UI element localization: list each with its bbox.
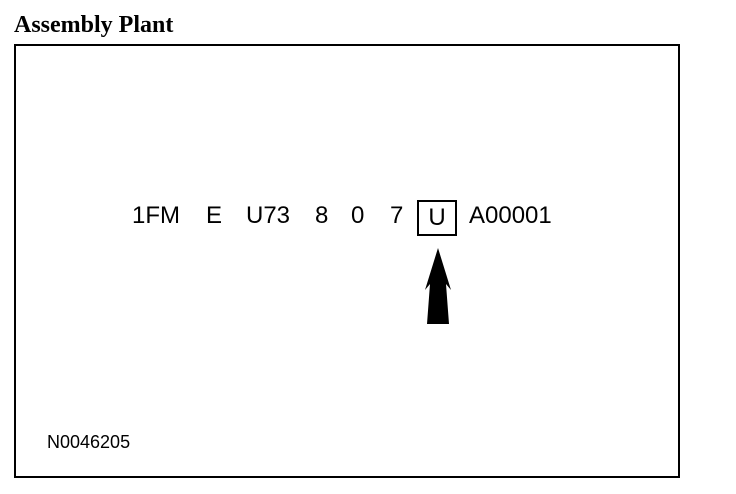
vin-segment-serial-number: A00001 bbox=[469, 202, 552, 229]
diagram-frame: 1FM E U73 8 0 7 U A00001 N0046205 bbox=[14, 44, 680, 478]
vin-code: 1FM E U73 8 0 7 U A00001 bbox=[16, 46, 678, 476]
vin-segment-check-digit: 0 bbox=[351, 202, 365, 229]
vin-segment-engine: 8 bbox=[315, 202, 329, 229]
vin-segment-wmi: 1FM bbox=[132, 202, 180, 229]
vin-segment-restraint: E bbox=[206, 202, 223, 229]
arrow-up-icon bbox=[425, 248, 451, 324]
vin-segment-model-year: 7 bbox=[390, 202, 404, 229]
vin-segment-assembly-plant-highlighted: U bbox=[417, 200, 457, 236]
vin-segment-line-series-body: U73 bbox=[246, 202, 291, 229]
diagram-title: Assembly Plant bbox=[14, 12, 174, 38]
reference-number: N0046205 bbox=[47, 432, 131, 452]
